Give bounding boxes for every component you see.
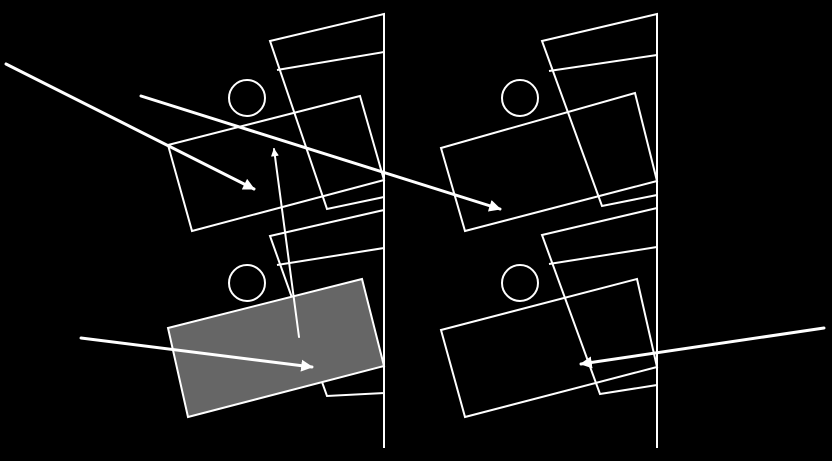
left-upper-tilted-rectangle bbox=[166, 94, 386, 233]
right-lower-tilted-rectangle bbox=[439, 277, 659, 419]
left-lower-highlighted-rectangle bbox=[166, 277, 386, 419]
left-lower-circle bbox=[228, 264, 266, 302]
right-panel bbox=[439, 12, 659, 448]
left-upper-tall-frame bbox=[268, 12, 385, 211]
arrow-to-left-lower-rectangle bbox=[79, 336, 314, 372]
right-lower-bar bbox=[548, 246, 658, 265]
arrow-to-right-upper-rectangle bbox=[139, 94, 502, 212]
right-upper-tilted-rectangle bbox=[439, 91, 659, 233]
right-upper-tall-frame bbox=[540, 12, 658, 208]
right-lower-tall-frame bbox=[540, 206, 658, 396]
arrow-to-left-upper-rectangle bbox=[4, 62, 256, 191]
left-upper-bar bbox=[276, 51, 385, 71]
arrow-up-through-left-frames bbox=[270, 148, 300, 338]
left-panel bbox=[166, 12, 386, 448]
right-lower-circle bbox=[501, 264, 539, 302]
left-lower-bar bbox=[276, 247, 385, 266]
left-upper-circle bbox=[228, 79, 266, 117]
arrows bbox=[4, 62, 826, 372]
arrow-to-right-lower-rectangle bbox=[579, 326, 826, 369]
right-upper-circle bbox=[501, 79, 539, 117]
right-upper-bar bbox=[548, 54, 658, 72]
